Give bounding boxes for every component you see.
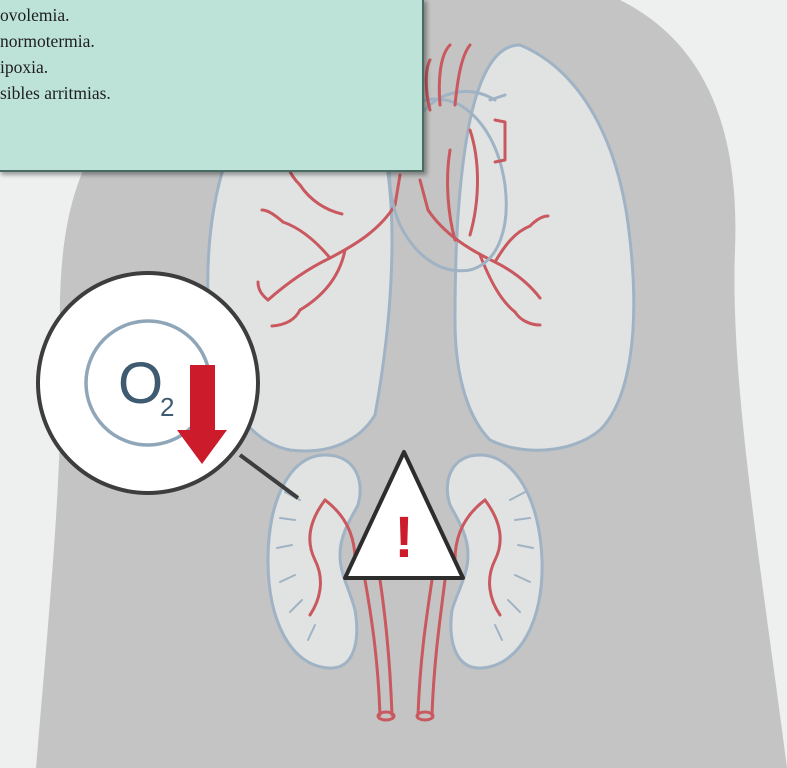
- oxygen-badge: O 2: [38, 273, 258, 493]
- warning-symbol: !: [394, 505, 413, 570]
- info-line-hypovolemia: ovolemia.: [0, 2, 111, 28]
- o2-letter: O: [118, 351, 163, 416]
- o2-subscript: 2: [160, 392, 174, 422]
- info-note-box: ovolemia. normotermia. ipoxia. sibles ar…: [0, 0, 424, 172]
- info-line-normothermia: normotermia.: [0, 28, 111, 54]
- info-line-hypoxia: ipoxia.: [0, 54, 111, 80]
- info-list: ovolemia. normotermia. ipoxia. sibles ar…: [0, 2, 111, 106]
- info-line-arrhythmias: sibles arritmias.: [0, 80, 111, 106]
